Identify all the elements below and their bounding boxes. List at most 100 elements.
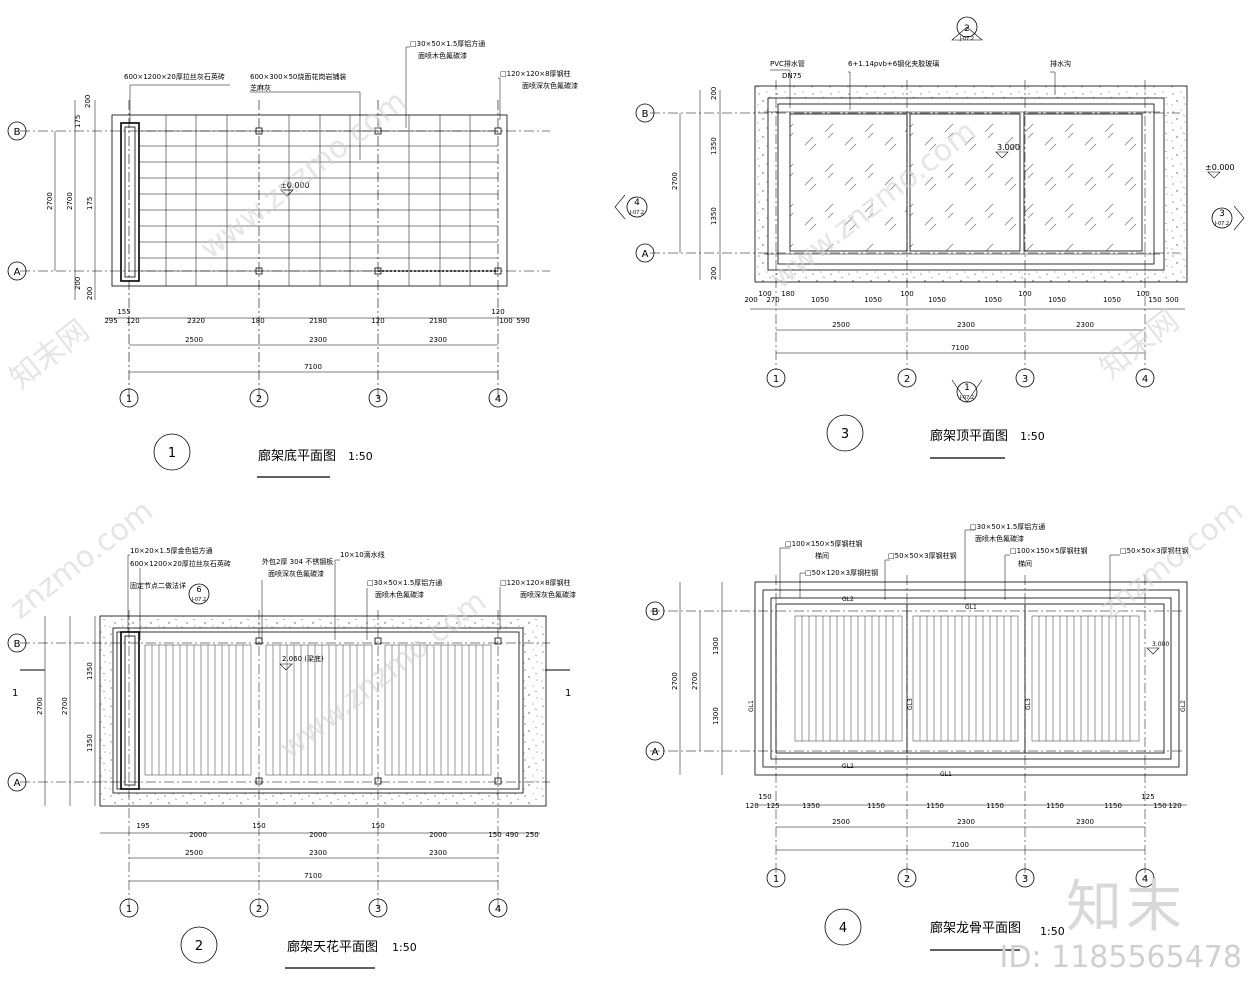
v2-dim-250: 250	[525, 831, 538, 839]
v2-axis-1: 1	[126, 904, 132, 915]
v4-axis-b: B	[652, 607, 659, 618]
v4-dim-r1-6: 1150	[986, 802, 1004, 810]
v2-note-6: 10×10滴水线	[340, 550, 385, 559]
v2-dim-total: 7100	[304, 872, 322, 880]
v3-axis-a: A	[642, 249, 649, 260]
v3-axis-2: 2	[904, 374, 910, 385]
v1-dim-2500: 2500	[185, 336, 203, 344]
v3-dim-left-e: 200	[710, 267, 718, 280]
v2-dim-2300a: 2300	[309, 849, 327, 857]
v2-note-2: 600×1200×20厚拉丝灰石英砖	[130, 559, 231, 568]
v4-title: 廊架龙骨平面图	[930, 920, 1021, 936]
v1-axis-3: 3	[375, 394, 381, 405]
v2-dim-left-2700: 2700	[36, 697, 44, 715]
v2-detail-sheet: J-07.2	[191, 597, 206, 603]
v2-dim-2500: 2500	[185, 849, 203, 857]
v4-note-9: □50×50×3厚钢柱钢	[1120, 546, 1189, 555]
view-1-floor-plan	[7, 46, 550, 478]
v4-dim-r1-8: 1150	[1104, 802, 1122, 810]
v2-note-7: □30×50×1.5厚铝方通	[367, 578, 442, 587]
v2-dim-150b: 150	[371, 822, 384, 830]
v3-dim-left-d: 200	[710, 87, 718, 100]
v2-axis-2: 2	[256, 904, 262, 915]
v3-dim-total: 7100	[951, 344, 969, 352]
v1-dim-left-5: 200	[74, 277, 82, 290]
v1-note-tr2: 面喷木色氟碳漆	[418, 51, 467, 60]
v1-dim-left-3: 2700	[66, 192, 74, 210]
v2-dim-195: 195	[136, 822, 149, 830]
v1-dim-k: 590	[516, 317, 529, 325]
v1-note-tl: 600×1200×20厚拉丝灰石英砖	[124, 72, 225, 81]
v1-dim-c: 120	[126, 317, 139, 325]
v1-dim-left-1: 175	[74, 115, 82, 128]
v4-gl-right: GL2	[1180, 700, 1187, 712]
v3-ref-bottom-sheet: J-07.2	[959, 395, 974, 401]
v4-gl-mid1: GL3	[907, 698, 914, 710]
slat-area-1	[144, 644, 252, 776]
v4-note-8: 梯间	[1018, 559, 1032, 568]
v4-gl-left: GL1	[748, 700, 755, 712]
v2-scale: 1:50	[392, 941, 417, 954]
v4-dim-r1-1: 150	[758, 793, 771, 801]
v3-level-outer: ±0.000	[1205, 163, 1235, 172]
id-watermark: ID: 1185565478	[999, 940, 1242, 975]
v2-dim-left-1350a: 1350	[86, 662, 94, 680]
frame-slats-1	[794, 615, 903, 742]
v1-axis-b: B	[14, 127, 21, 138]
v1-dim-2300a: 2300	[309, 336, 327, 344]
watermark-cn-2: 知末网	[1093, 303, 1185, 386]
v2-note-4: 外包2厚 304 不锈钢板	[262, 557, 333, 566]
v1-note-tm1: 600×300×50烧面花岗岩铺装	[250, 72, 346, 81]
v1-note-fr2: 面喷深灰色氟碳漆	[522, 81, 578, 90]
v3-dim-r1-12: 100	[1136, 290, 1149, 298]
v3-dim-r1-13: 150	[1148, 296, 1161, 304]
v1-scale: 1:50	[348, 450, 373, 463]
v3-axis-b: B	[642, 109, 649, 120]
v4-index: 4	[839, 921, 847, 936]
v3-dim-left-b: 1350	[710, 137, 718, 155]
v4-gl-top: GL1	[965, 604, 977, 611]
v4-gl-top2: GL2	[842, 596, 854, 603]
v3-note-1: PVC排水管	[770, 59, 805, 68]
v2-axis-a: A	[14, 778, 21, 789]
v3-dim-left-c: 1350	[710, 207, 718, 225]
v4-dim-r1-3: 1350	[802, 802, 820, 810]
watermark-cn-1: 知末网	[3, 313, 95, 396]
v2-level: 2.060 (梁底)	[282, 654, 324, 663]
v1-dim-left-2: 2700	[46, 192, 54, 210]
view-2-ceiling-plan	[7, 554, 570, 969]
v1-dim-left-4: 175	[86, 197, 94, 210]
v2-axis-b: B	[14, 639, 21, 650]
v3-dim-r1-9: 100	[1018, 290, 1031, 298]
v3-dim-r1-2: 270	[766, 296, 779, 304]
v4-dim-r1-0: 120	[745, 802, 758, 810]
v2-note-1: 10×20×1.5厚金色铝方通	[130, 546, 213, 555]
v2-dim-2000c: 2000	[429, 831, 447, 839]
v1-title: 廊架底平面图	[258, 448, 336, 464]
v3-ref-right: 3	[1219, 209, 1225, 219]
v3-dim-r1-1: 100	[758, 290, 771, 298]
v3-note-3: 6+1.14pvb+6钢化夹胶玻璃	[848, 59, 939, 68]
v2-dim-2000b: 2000	[309, 831, 327, 839]
v2-title: 廊架天花平面图	[287, 939, 378, 955]
v2-dim-left-2700b: 2700	[61, 697, 69, 715]
v1-dim-a: 295	[104, 317, 117, 325]
v4-gl-mid2: GL3	[1025, 698, 1032, 710]
v1-note-tm2: 芝麻灰	[250, 83, 271, 92]
v3-dim-r1-14: 500	[1165, 296, 1178, 304]
v4-dim-2500: 2500	[832, 818, 850, 826]
brand-watermark: 知末	[1066, 875, 1186, 940]
v4-note-7: □100×150×5厚钢柱钢	[1010, 546, 1088, 555]
frame-slats-3	[1031, 615, 1140, 742]
v4-axis-3: 3	[1022, 874, 1028, 885]
v4-note-2: 梯间	[815, 551, 829, 560]
v2-dim-150a: 150	[252, 822, 265, 830]
v4-dim-r1-7: 1150	[1046, 802, 1064, 810]
v3-level-inner: 3.000	[997, 143, 1020, 152]
v4-axis-1: 1	[773, 874, 779, 885]
v2-dim-left-1350b: 1350	[86, 734, 94, 752]
v4-dim-r1-5: 1150	[926, 802, 944, 810]
v1-note-tr1: □30×50×1.5厚铝方通	[410, 39, 485, 48]
v4-dim-r1-11: 120	[1168, 802, 1181, 810]
slat-area-2	[265, 644, 373, 776]
